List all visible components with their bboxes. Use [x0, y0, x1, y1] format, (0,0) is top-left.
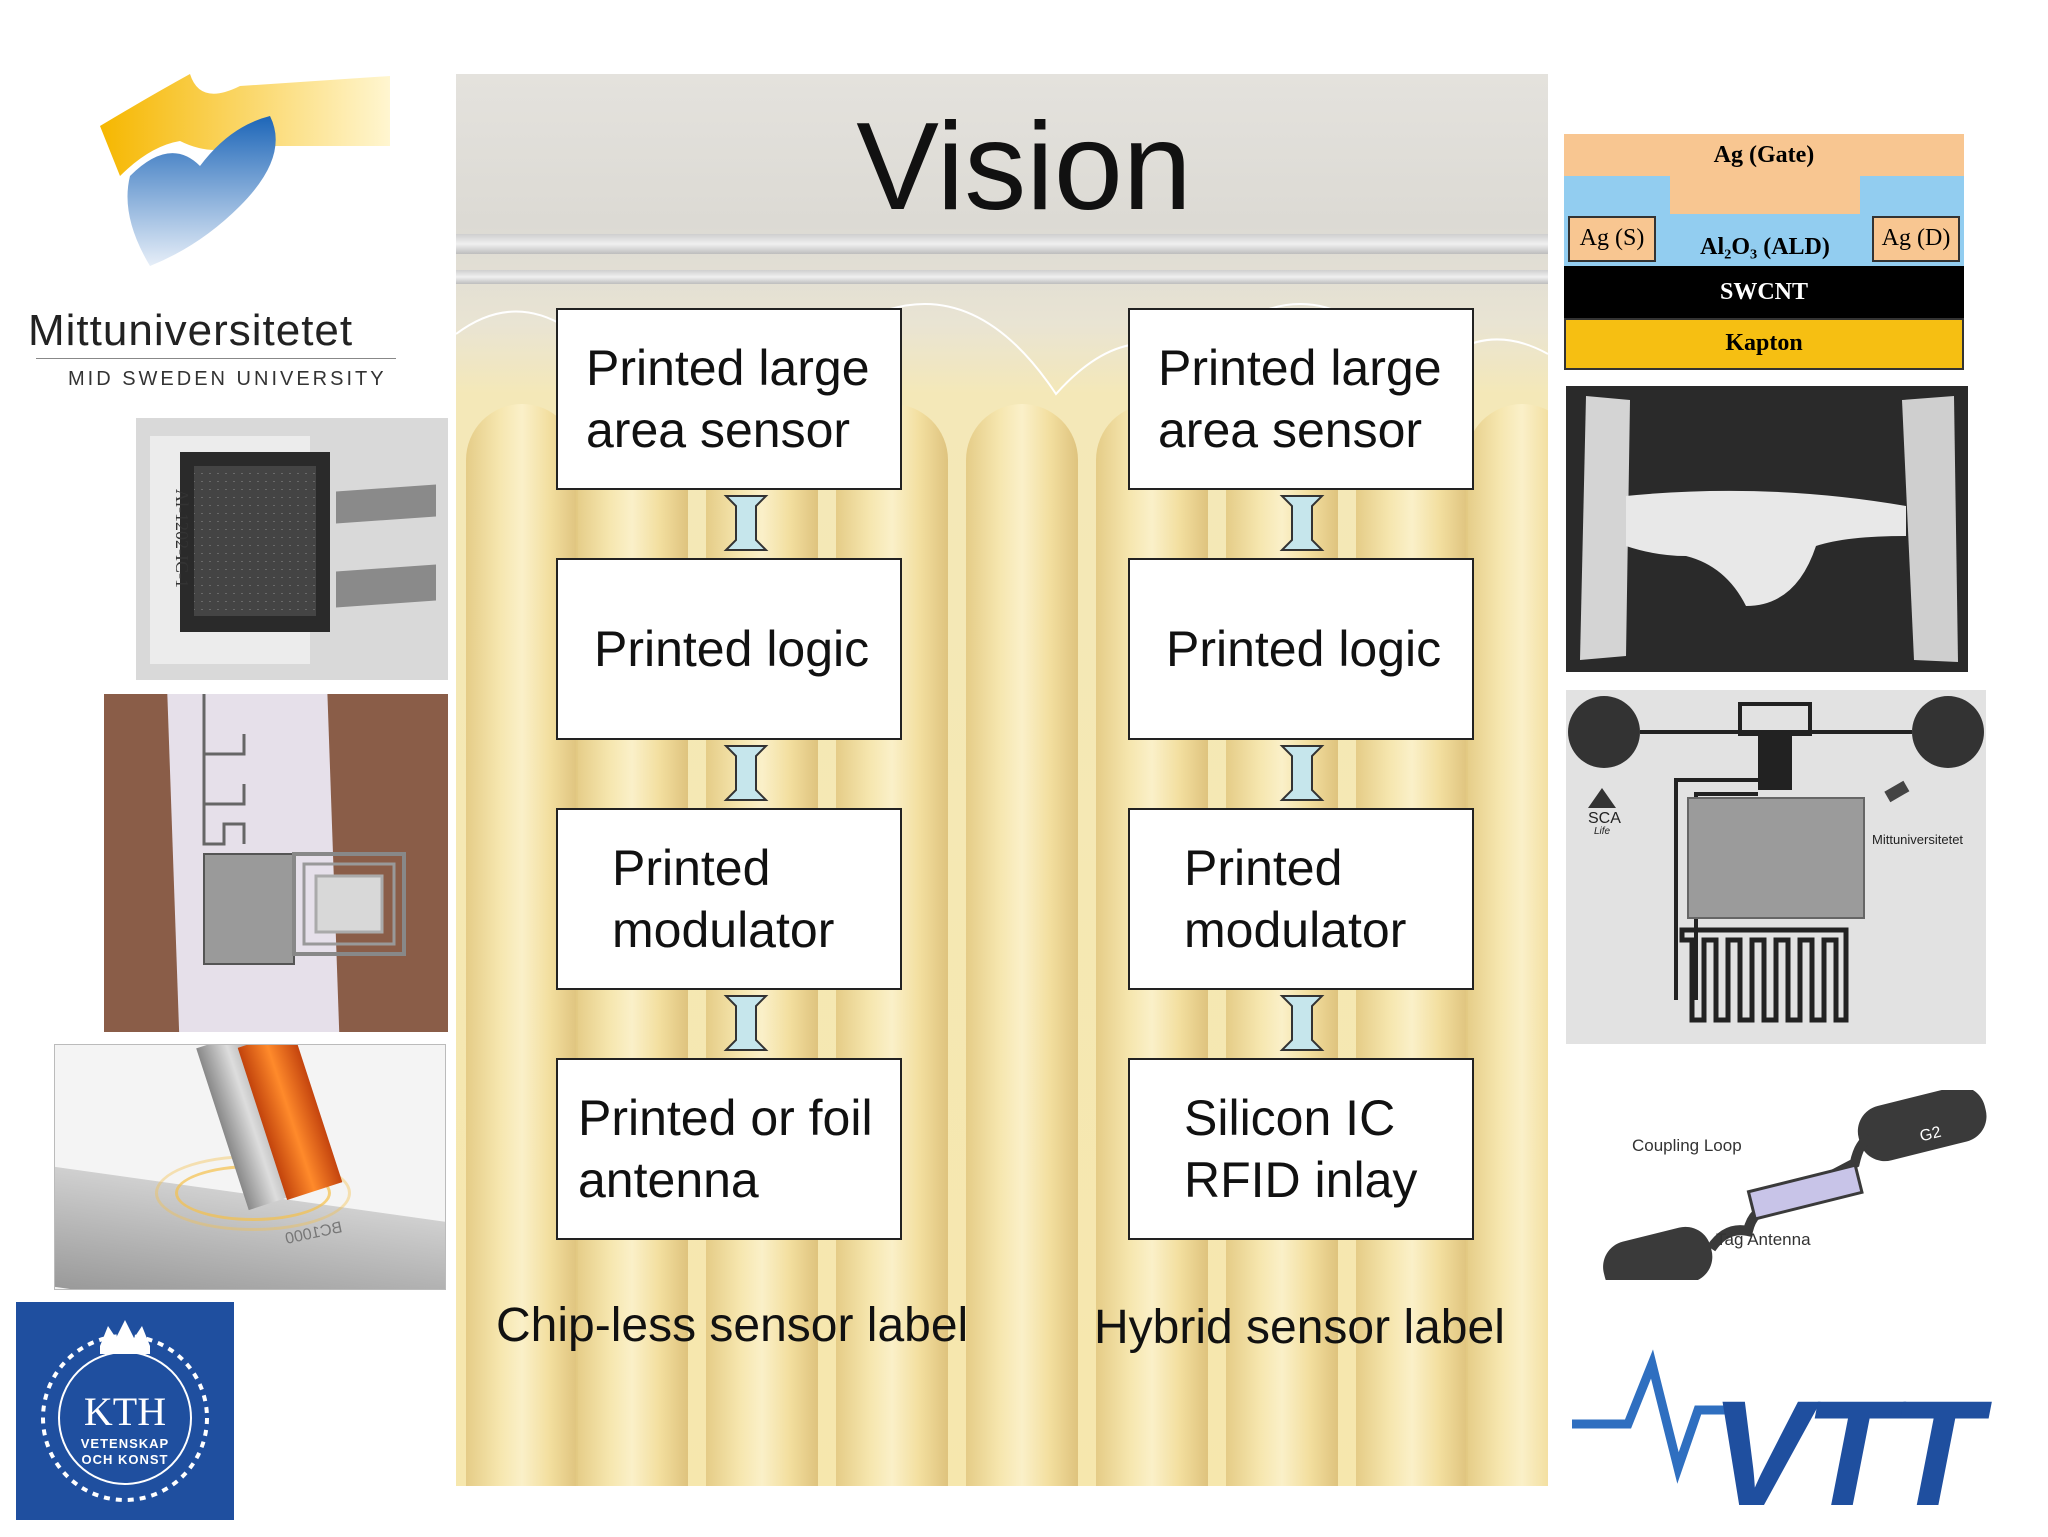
vtt-logo: VTT: [1570, 1348, 2030, 1528]
substrate-layer: Kapton: [1564, 318, 1964, 370]
double-arrow-icon: [723, 495, 769, 551]
double-arrow-icon: [1279, 995, 1325, 1051]
rfid-tag-image: Coupling Loop Tag Antenna Rafsec G2: [1568, 1090, 2008, 1280]
left-box-antenna: Printed or foil antenna: [556, 1058, 902, 1240]
sensor-label-photo: SCA Life Mittuniversitetet: [1566, 690, 1986, 1044]
panel-miun-text: Mittuniversitetet: [1872, 832, 1964, 847]
double-arrow-icon: [723, 745, 769, 801]
vtt-text: VTT: [1710, 1369, 1981, 1537]
left-box-sensor: Printed large area sensor: [556, 308, 902, 490]
kth-sub2: OCH KONST: [81, 1452, 169, 1467]
gate-stem: [1670, 176, 1860, 214]
gate-layer: [1564, 134, 1964, 176]
double-arrow-icon: [1279, 745, 1325, 801]
sample-photo: Al-1202-IC-1: [136, 418, 448, 680]
left-box-logic: Printed logic: [556, 558, 902, 740]
source-contact: Ag (S): [1568, 216, 1656, 262]
right-caption: Hybrid sensor label: [1094, 1301, 1505, 1354]
center-background-photo: [456, 74, 1548, 1486]
channel-layer: SWCNT: [1564, 266, 1964, 318]
right-box-logic: Printed logic: [1128, 558, 1474, 740]
miun-name: Mittuniversitetet: [28, 306, 354, 355]
antenna-photo: [104, 694, 448, 1032]
kth-text: KTH: [83, 1389, 167, 1434]
tag-antenna-label: Tag Antenna: [1716, 1230, 1811, 1249]
gate-label: Ag (Gate): [1713, 142, 1815, 168]
coupling-loop-label: Coupling Loop: [1632, 1136, 1742, 1155]
right-box-sensor: Printed large area sensor: [1128, 308, 1474, 490]
sample-label: Al-1202-IC-1: [171, 489, 192, 588]
right-box-inlay: Silicon IC RFID inlay: [1128, 1058, 1474, 1240]
left-caption: Chip-less sensor label: [496, 1299, 969, 1352]
kth-sub1: VETENSKAP: [80, 1436, 170, 1451]
sca-logo-text: SCA: [1588, 810, 1621, 827]
drain-contact: Ag (D): [1872, 216, 1960, 262]
kth-logo: KTH VETENSKAP OCH KONST: [16, 1302, 234, 1520]
left-box-modulator: Printed modulator: [556, 808, 902, 990]
dielectric-layer: [1670, 214, 1860, 266]
dielectric-label: Al₂O₃ (ALD): [1700, 234, 1830, 260]
miun-subtitle: MID SWEDEN UNIVERSITY: [68, 368, 387, 390]
right-box-modulator: Printed modulator: [1128, 808, 1474, 990]
miun-divider: [36, 358, 396, 359]
reader-photo: BC1000: [54, 1044, 446, 1290]
sca-logo-sub: Life: [1594, 826, 1611, 837]
double-arrow-icon: [723, 995, 769, 1051]
double-arrow-icon: [1279, 495, 1325, 551]
slide-title: Vision: [856, 98, 1192, 236]
micrograph-photo: [1566, 386, 1968, 672]
transistor-stack: Ag (Gate) Al₂O₃ (ALD) Ag (S) Ag (D) SWCN…: [1564, 134, 1964, 370]
miun-logo: [100, 74, 390, 266]
